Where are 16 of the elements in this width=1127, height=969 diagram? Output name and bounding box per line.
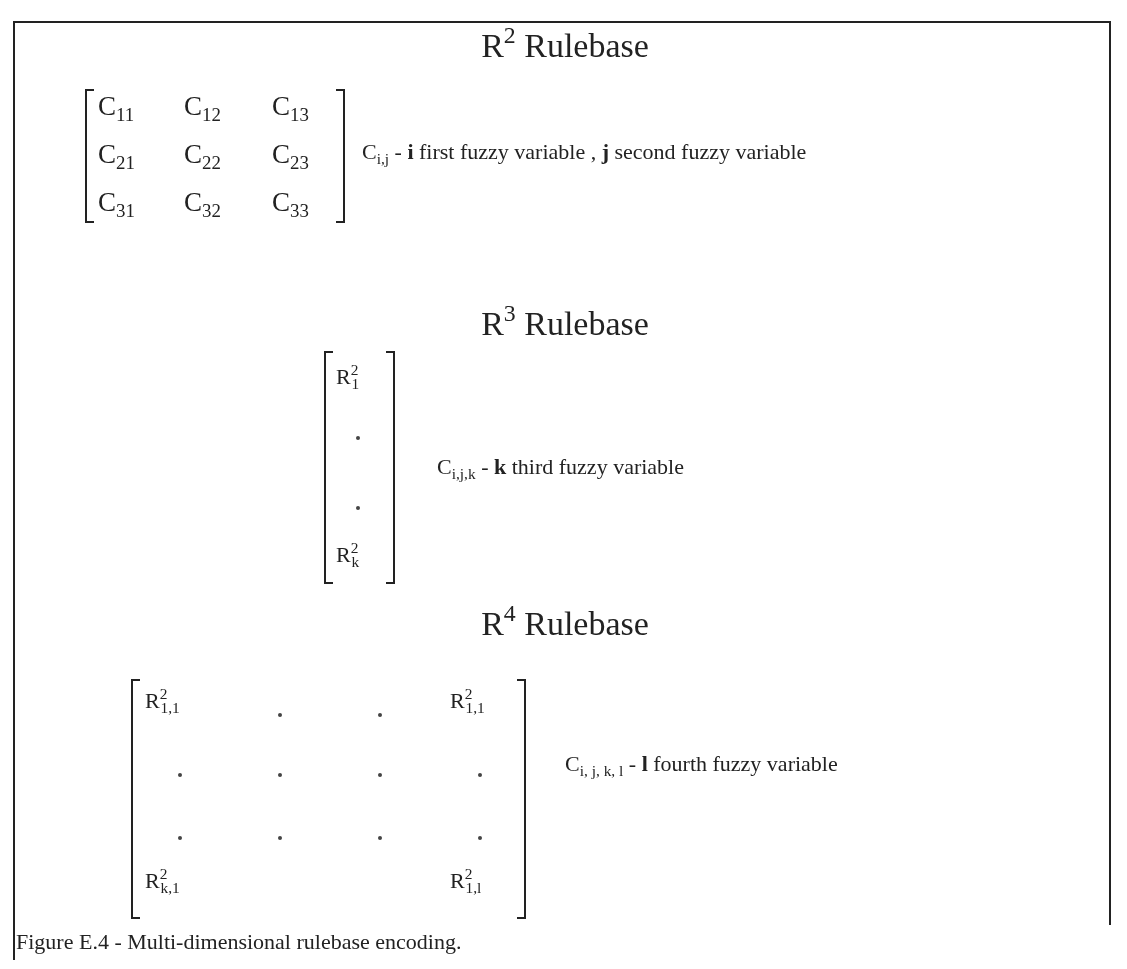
heading: R$^{2}$ Rulebase [481, 22, 649, 65]
heading: R$^{3}$ Rulebase [481, 300, 649, 343]
index-description: C$_{i,j,k}$ - k third fuzzy variable [437, 455, 684, 483]
matrix-entry: C$_{13}$ [272, 92, 309, 126]
matrix-entry: C$_{33}$ [272, 188, 309, 222]
matrix-entry: C$_{11}$ [98, 92, 135, 126]
index-description: C$_{i,j}$ - i first fuzzy variable ,j second fuzzy variable [362, 140, 807, 168]
matrix-entry: C$_{21}$ [98, 140, 135, 174]
figure-caption: Figure E.4 - Multi-dimensional rulebase encoding. [16, 930, 462, 955]
matrix-entry: C$_{31}$ [98, 188, 135, 222]
matrix-entry: C$_{12}$ [184, 92, 221, 126]
matrix-entry: C$_{23}$ [272, 140, 309, 174]
matrix-entry: C$_{32}$ [184, 188, 221, 222]
matrix-entry: C$_{22}$ [184, 140, 221, 174]
index-description: C$_{i, j, k, l}$ - l fourth fuzzy variable [565, 752, 838, 780]
heading: R$^{4}$ Rulebase [481, 600, 649, 643]
